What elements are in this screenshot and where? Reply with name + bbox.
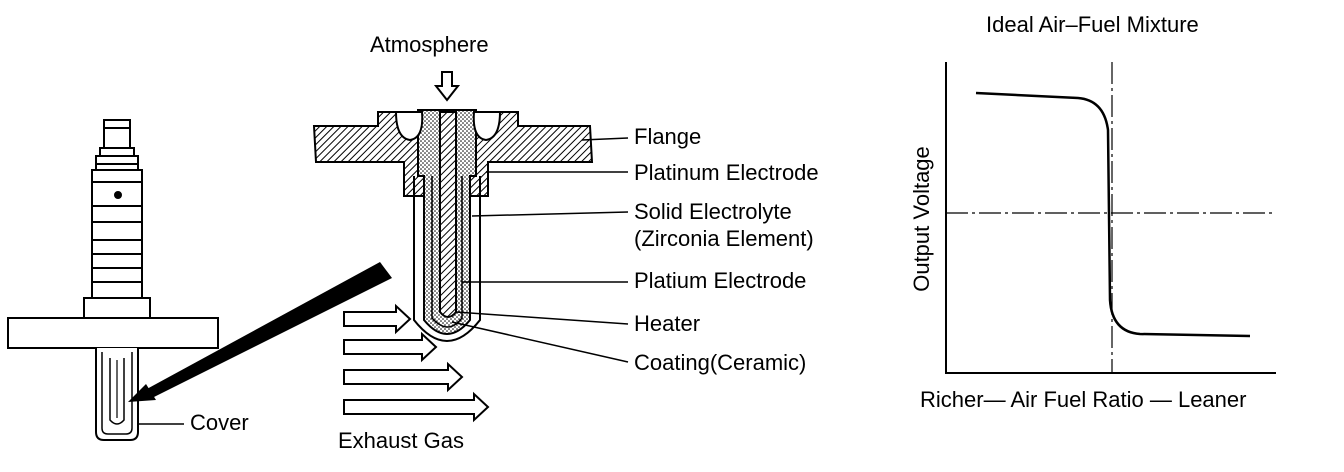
cover-label: Cover [190, 410, 249, 435]
voltage-curve [975, 91, 1251, 338]
flange-recess [394, 111, 502, 142]
exhaust-arrows [343, 303, 490, 423]
graph-x-label: Richer— Air Fuel Ratio — Leaner [920, 387, 1247, 412]
graph [945, 62, 1276, 374]
atmosphere-arrow [433, 71, 461, 102]
sensor-terminal [103, 119, 131, 149]
sensor-flange [7, 317, 219, 349]
platium-electrode-label: Platium Electrode [634, 268, 807, 293]
atmosphere-label: Atmosphere [370, 32, 489, 57]
sensor-body [91, 169, 143, 299]
coating-label: Coating(Ceramic) [634, 350, 807, 375]
pointer-arrow [128, 262, 392, 402]
oxygen-sensor [7, 119, 219, 441]
electrolyte-region [413, 109, 481, 342]
graph-title: Ideal Air–Fuel Mixture [986, 12, 1199, 37]
zirconia-element-label: (Zirconia Element) [634, 226, 814, 251]
graph-y-label: Output Voltage [909, 146, 934, 292]
flange-label: Flange [634, 124, 702, 149]
heater-label: Heater [634, 311, 701, 336]
platinum-electrode-label: Platinum Electrode [634, 160, 819, 185]
exhaust-gas-label: Exhaust Gas [338, 428, 464, 453]
solid-electrolyte-label: Solid Electrolyte [634, 199, 792, 224]
part-leaders [451, 137, 629, 363]
